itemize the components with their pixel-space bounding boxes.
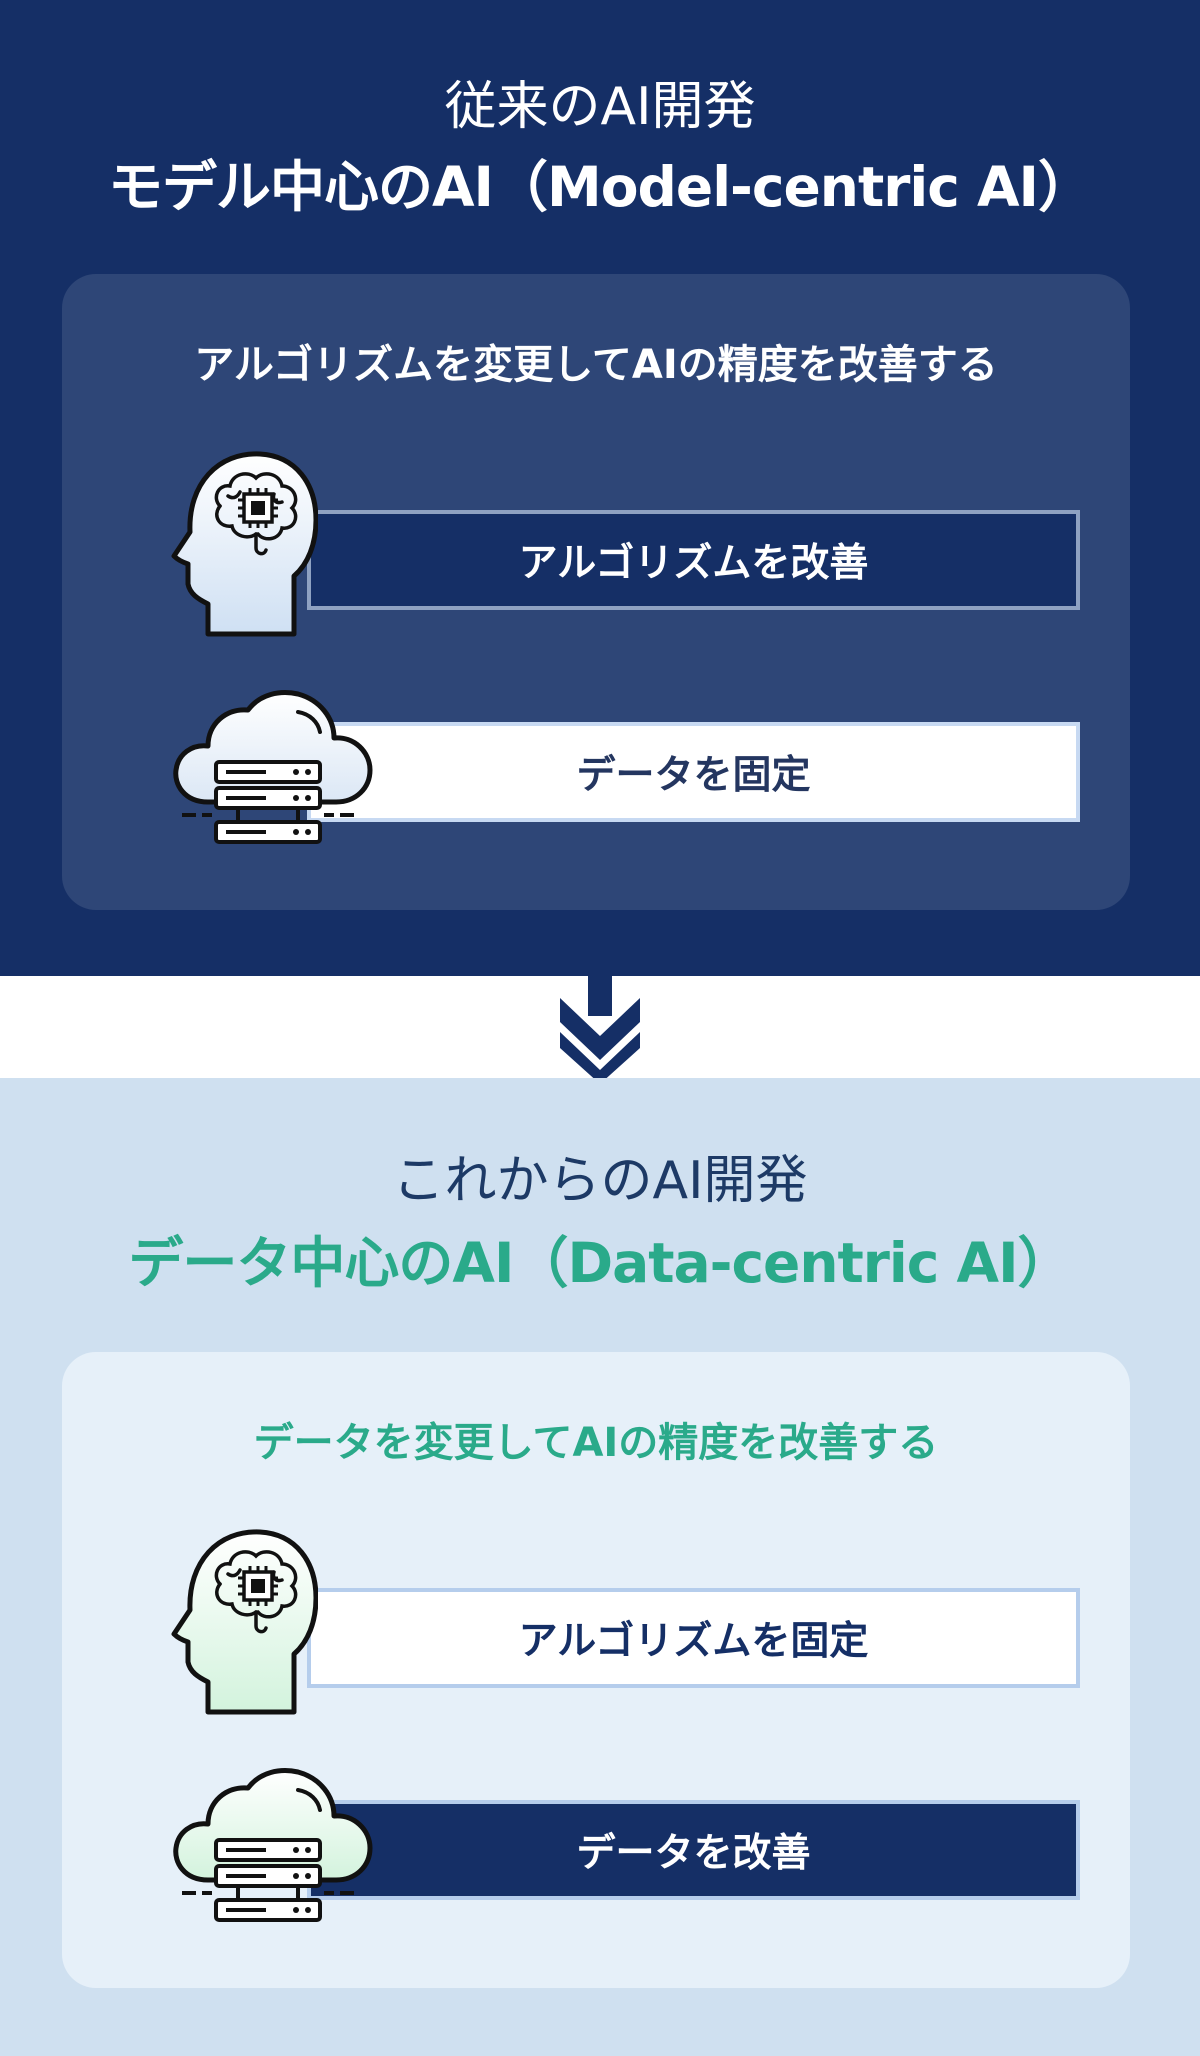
double-chevron-down-icon bbox=[560, 976, 640, 1078]
top-title: モデル中心のAI（Model-centric AI） bbox=[107, 155, 1093, 219]
data-centric-card: データを変更してAIの精度を改善する アルゴリズムを固定 データを改善 bbox=[62, 1352, 1130, 1988]
brain-chip-head-icon bbox=[171, 451, 318, 637]
top-algorithm-bar: アルゴリズムを改善 bbox=[307, 510, 1080, 610]
top-subtitle: 従来のAI開発 bbox=[444, 77, 756, 137]
model-centric-card: アルゴリズムを変更してAIの精度を改善する アルゴリズムを改善 データを固定 bbox=[62, 274, 1130, 910]
bottom-algorithm-bar: アルゴリズムを固定 bbox=[307, 1588, 1080, 1688]
bottom-data-bar: データを改善 bbox=[307, 1800, 1080, 1900]
brain-chip-head-icon bbox=[171, 1529, 318, 1715]
cloud-server-icon bbox=[173, 690, 373, 844]
bottom-title: データ中心のAI（Data-centric AI） bbox=[128, 1231, 1072, 1295]
top-data-bar: データを固定 bbox=[307, 722, 1080, 822]
model-centric-section: 従来のAI開発 モデル中心のAI（Model-centric AI） アルゴリズ… bbox=[0, 0, 1200, 976]
bottom-card-title: データを変更してAIの精度を改善する bbox=[253, 1420, 939, 1466]
top-card-title: アルゴリズムを変更してAIの精度を改善する bbox=[194, 342, 998, 388]
cloud-server-icon bbox=[173, 1768, 373, 1922]
bottom-subtitle: これからのAI開発 bbox=[392, 1151, 808, 1211]
